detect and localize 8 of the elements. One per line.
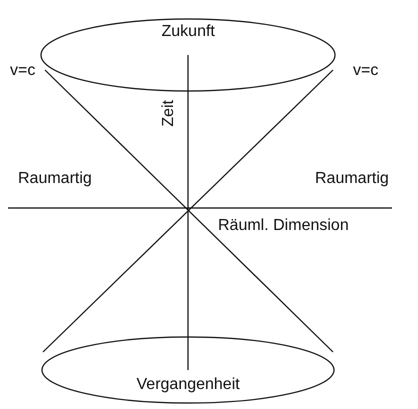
axis-label: Räuml. Dimension — [218, 217, 349, 235]
cone-label: Zukunft — [162, 23, 215, 41]
cone-label: Vergangenheit — [136, 376, 240, 394]
axis-label: Zeit — [160, 100, 178, 127]
region-label: Raumartig — [315, 170, 389, 188]
region-label: Raumartig — [18, 170, 92, 188]
speed-label: v=c — [353, 62, 378, 80]
speed-label: v=c — [10, 62, 36, 80]
